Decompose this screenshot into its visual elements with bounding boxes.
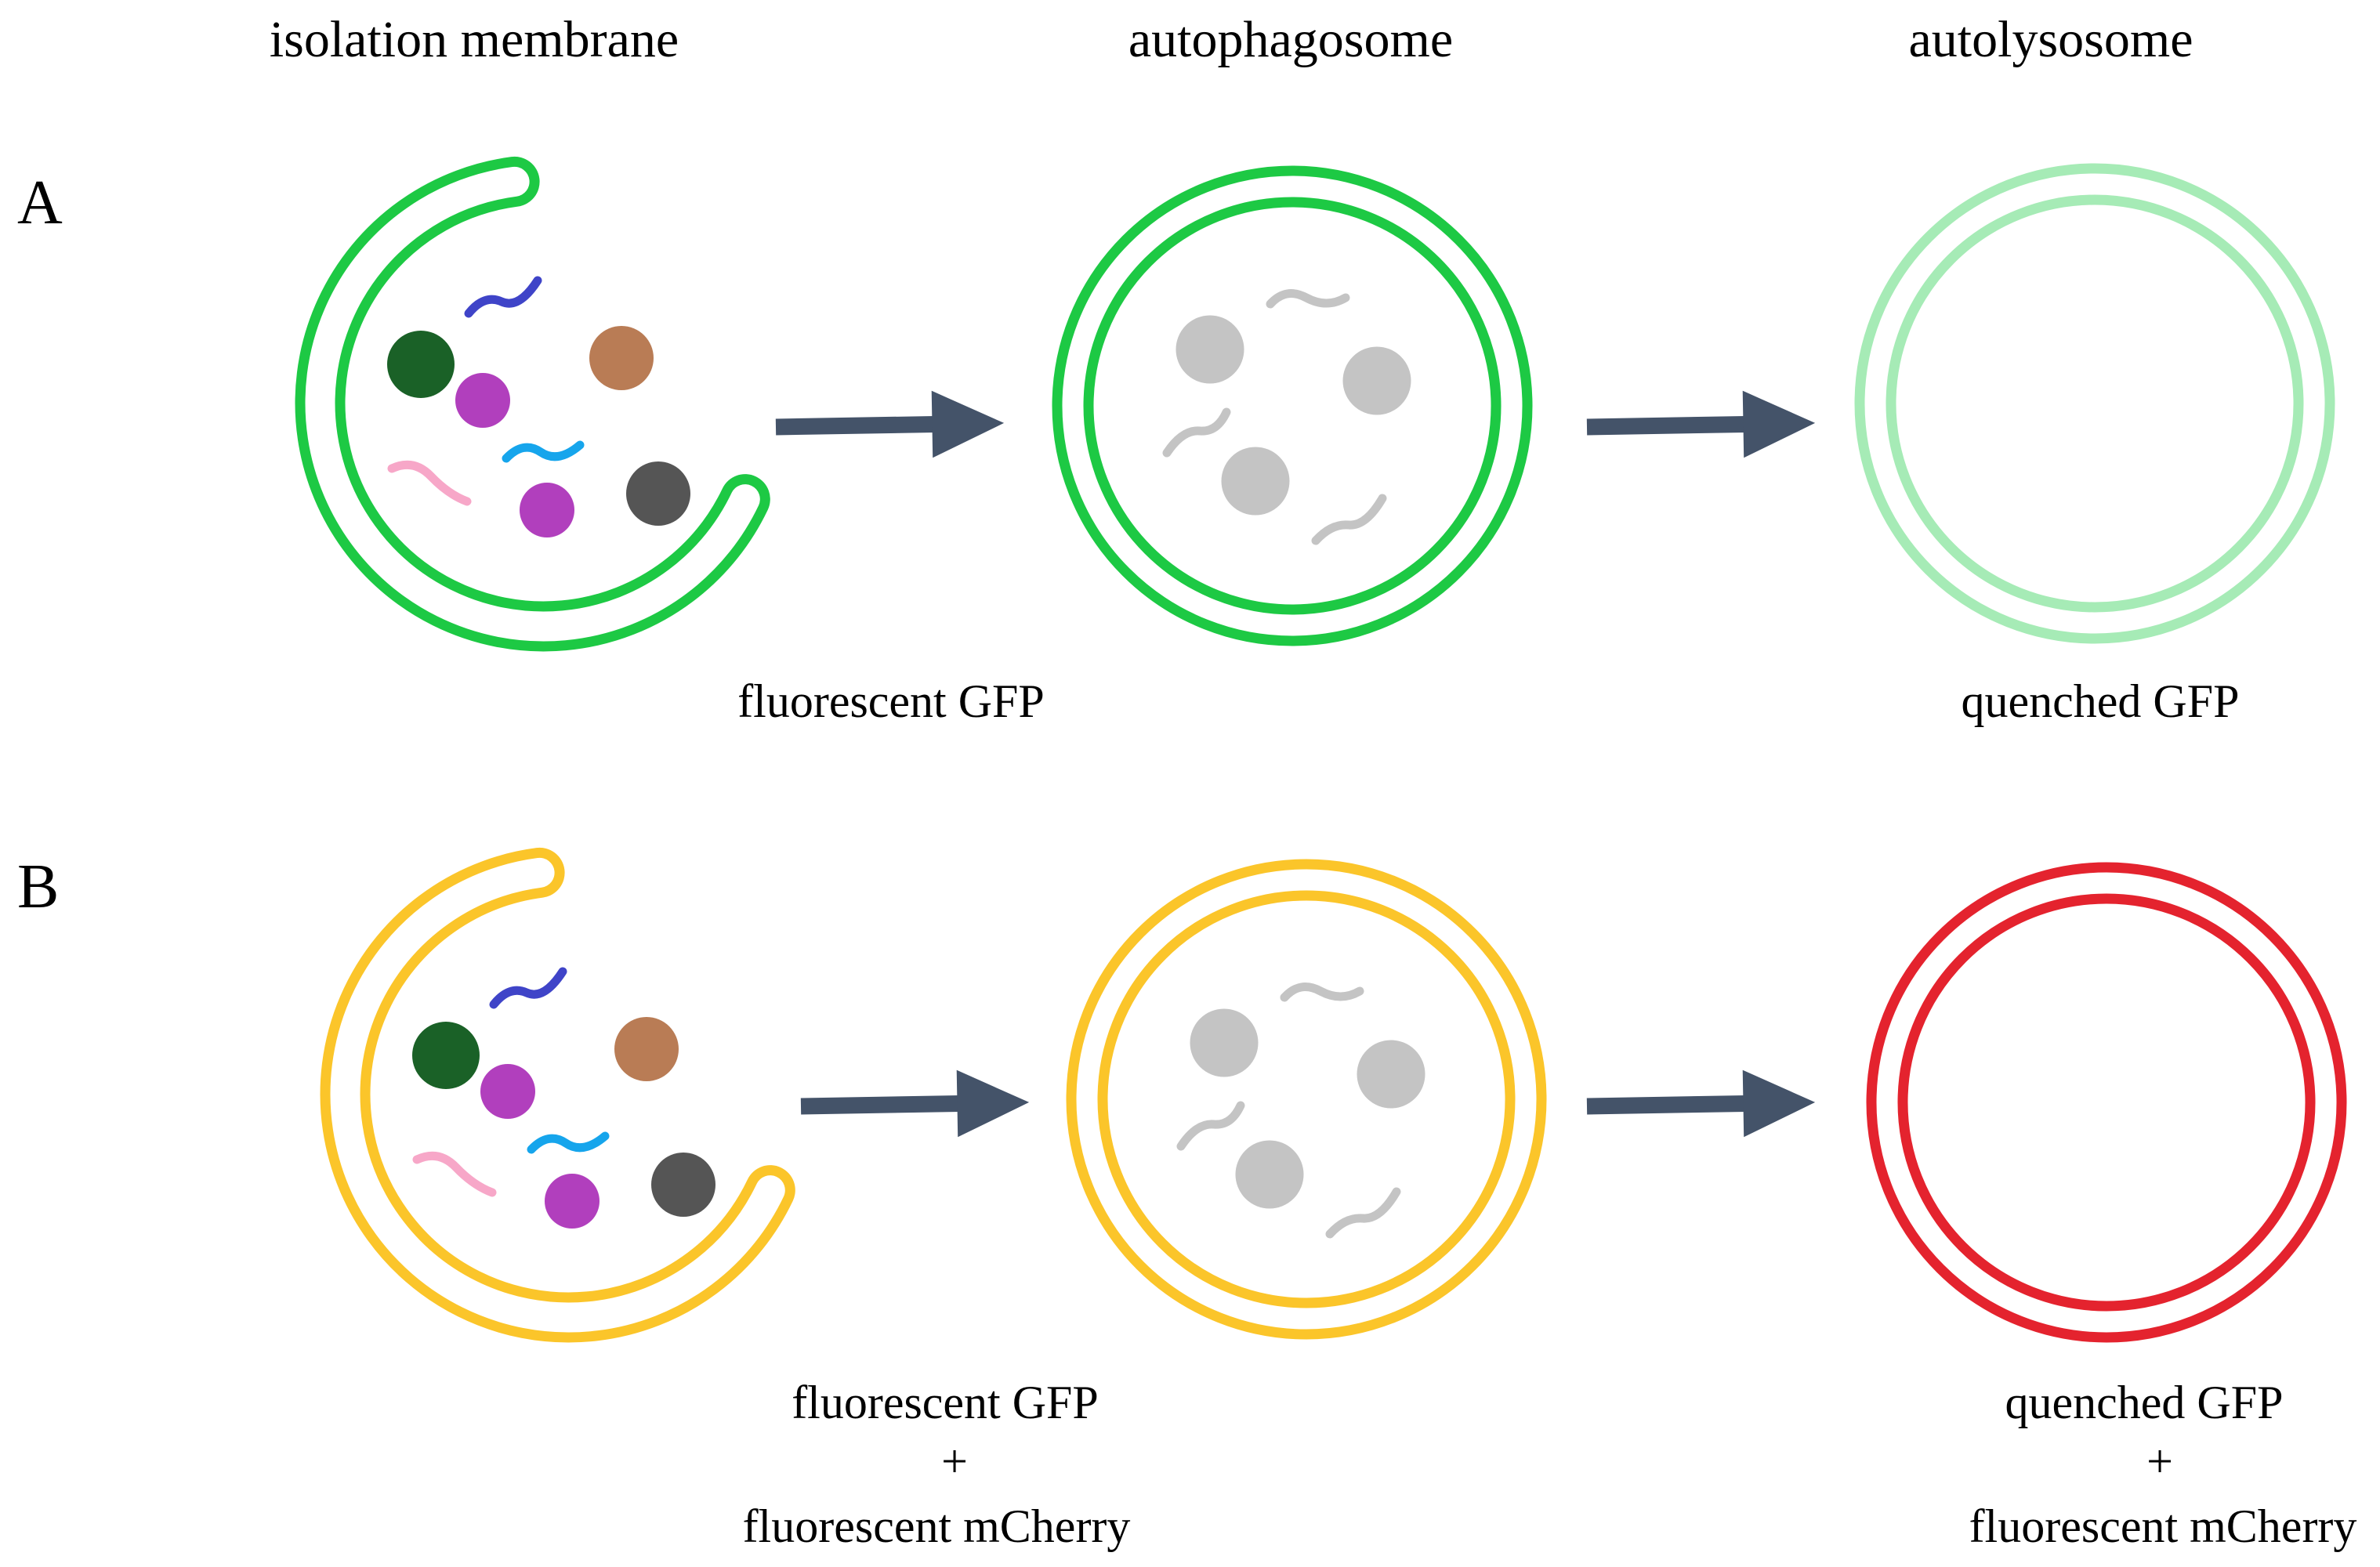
cargo-contents-b [412,972,715,1229]
caption-b-fluorescent-gfp: fluorescent GFP [792,1377,1099,1428]
caption-b-fluorescent-mcherry: fluorescent mCherry [743,1500,1131,1552]
column-title-isolation-membrane: isolation membrane [270,11,679,68]
autophagosome-membrane-gfp [1057,171,1527,641]
caption-b-fluorescent-plus: + [941,1435,968,1487]
caption-a-quenched: quenched GFP [1962,675,2240,727]
row-b: fluorescent GFP + fluorescent mCherry qu… [346,864,2357,1552]
autophagosome-a [1057,171,1527,641]
caption-b-quenched-plus: + [2146,1435,2173,1487]
row-label-b: B [17,852,59,921]
isolation-membrane-b [346,873,770,1318]
column-title-autophagosome: autophagosome [1128,11,1453,68]
autolysosome-b-mcherry [1871,867,2342,1337]
arrow-a2 [1586,390,1814,460]
arrow-b1 [800,1069,1028,1139]
isolation-membrane-gfp [321,182,745,627]
degraded-cargo [1167,294,1411,541]
autolysosome-a-quenched [1860,168,2330,639]
arrow-b2 [1586,1069,1814,1139]
caption-b-quenched-gfp: quenched GFP [2005,1377,2284,1428]
row-a: fluorescent GFP quenched GFP [321,168,2330,727]
arrow-a1 [775,390,1003,460]
row-label-a: A [17,168,63,237]
caption-b-fluorescent-mcherry: fluorescent mCherry [1969,1500,2357,1552]
column-title-autolysosome: autolysosome [1909,11,2193,68]
caption-a-fluorescent: fluorescent GFP [737,675,1045,727]
autophagosome-b [1071,864,1541,1334]
cargo-contents-a [387,280,690,537]
isolation-membrane-yellow [346,873,770,1318]
degraded-cargo [1181,987,1425,1234]
autophagosome-membrane-yellow [1071,864,1541,1334]
